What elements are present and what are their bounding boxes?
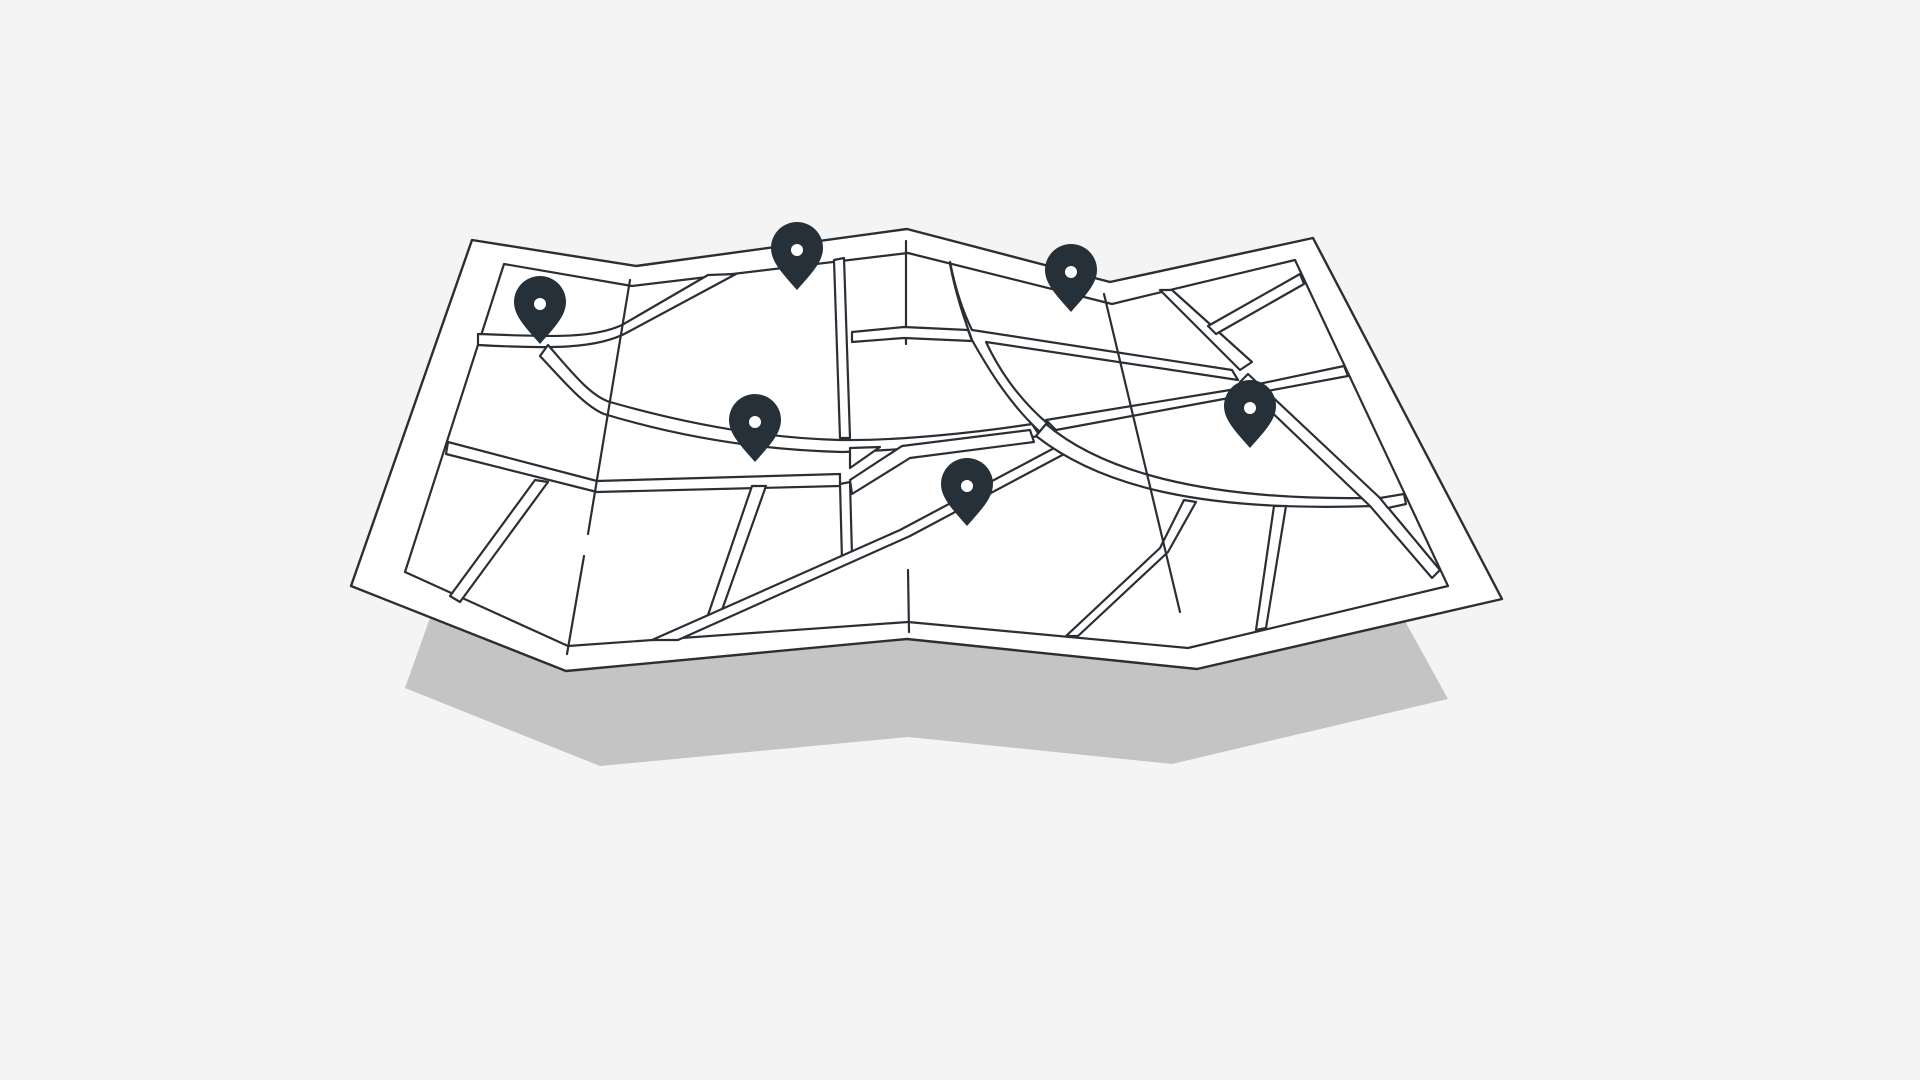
street-center-connector <box>848 428 1036 496</box>
street-left-down <box>448 478 550 604</box>
street-center-vertical-lower <box>838 480 854 562</box>
street-top-right <box>850 325 974 344</box>
block-center-triangle <box>848 445 882 470</box>
street-bottom-center-diagonal <box>1064 498 1198 638</box>
street-top-right-branch <box>1206 272 1306 336</box>
map-marker-icon[interactable] <box>1224 380 1276 448</box>
street-bottom-right-vertical <box>1254 504 1288 632</box>
map-marker-icon[interactable] <box>771 222 823 290</box>
map-streets <box>444 256 1442 656</box>
map-marker-icon[interactable] <box>1045 244 1097 312</box>
street-top-right-diagonal <box>1158 288 1254 372</box>
street-top-left-curve <box>476 272 738 349</box>
street-right-lower <box>1378 492 1408 510</box>
street-left-dashed <box>565 278 632 656</box>
map-marker-icon[interactable] <box>514 276 566 344</box>
map-marker-icon[interactable] <box>729 394 781 462</box>
street-right-thin-line <box>1102 292 1182 614</box>
map-pins <box>514 222 1276 526</box>
map-marker-icon[interactable] <box>941 458 993 526</box>
street-upper-center-curve <box>948 260 1240 434</box>
street-center-vertical <box>832 256 852 440</box>
